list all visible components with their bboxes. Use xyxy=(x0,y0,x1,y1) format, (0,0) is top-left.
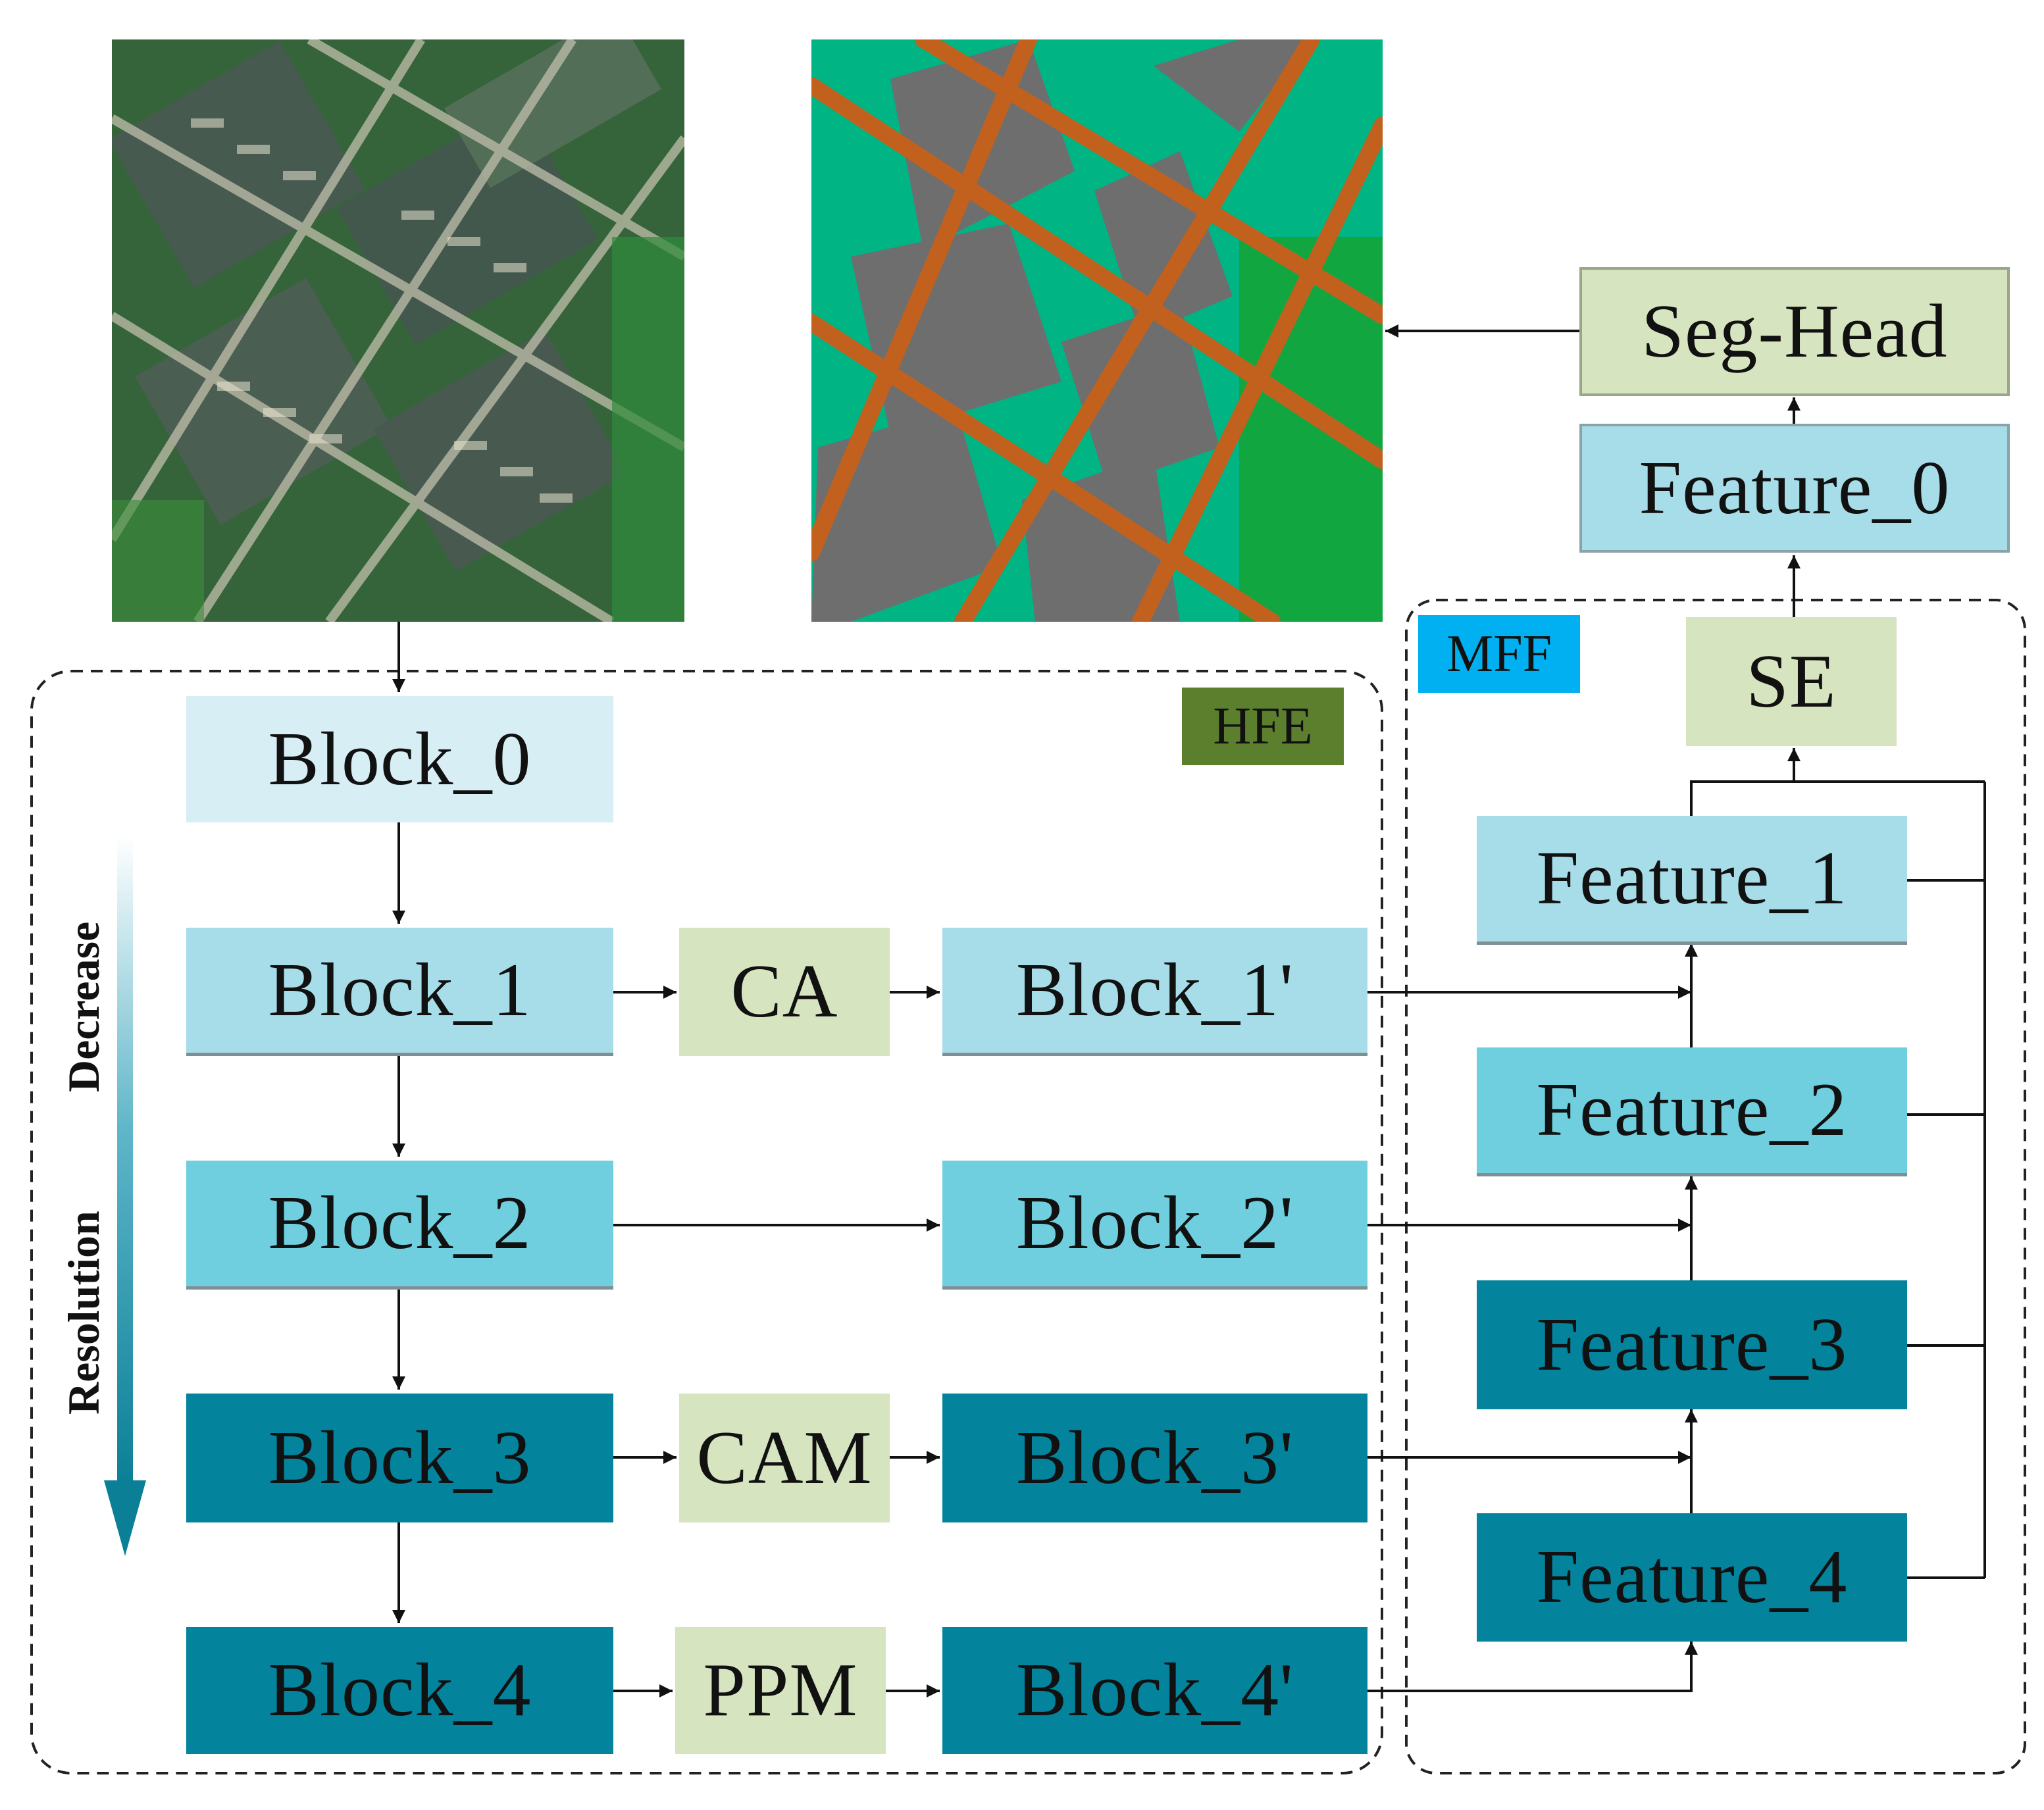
resolution-label: Resolution xyxy=(59,1211,109,1415)
block-4-prime: Block_4' xyxy=(942,1627,1367,1754)
feature-3: Feature_3 xyxy=(1477,1280,1907,1409)
feature-2: Feature_2 xyxy=(1477,1047,1907,1176)
hfe-tag: HFE xyxy=(1182,688,1344,765)
se-module: SE xyxy=(1686,617,1897,746)
block-1: Block_1 xyxy=(186,928,613,1056)
block-4: Block_4 xyxy=(186,1627,613,1754)
block-0: Block_0 xyxy=(186,696,613,822)
block-3-prime: Block_3' xyxy=(942,1394,1367,1522)
mff-group-border xyxy=(1405,599,2026,1774)
block-3: Block_3 xyxy=(186,1394,613,1522)
block-2: Block_2 xyxy=(186,1161,613,1290)
resolution-arrow xyxy=(104,836,146,1556)
block-2-prime: Block_2' xyxy=(942,1161,1367,1290)
cam-module: CAM xyxy=(679,1394,890,1522)
ca-module: CA xyxy=(679,928,890,1056)
satellite-image xyxy=(112,39,684,622)
mff-tag: MFF xyxy=(1418,615,1580,693)
block-1-prime: Block_1' xyxy=(942,928,1367,1056)
seg-head: Seg-Head xyxy=(1579,267,2010,396)
decrease-label: Decrease xyxy=(59,921,109,1092)
segmentation-map xyxy=(811,39,1383,622)
feature-0: Feature_0 xyxy=(1579,424,2010,553)
feature-4: Feature_4 xyxy=(1477,1513,1907,1642)
ppm-module: PPM xyxy=(675,1627,886,1754)
hfe-group-border xyxy=(30,670,1383,1774)
feature-1: Feature_1 xyxy=(1477,816,1907,945)
